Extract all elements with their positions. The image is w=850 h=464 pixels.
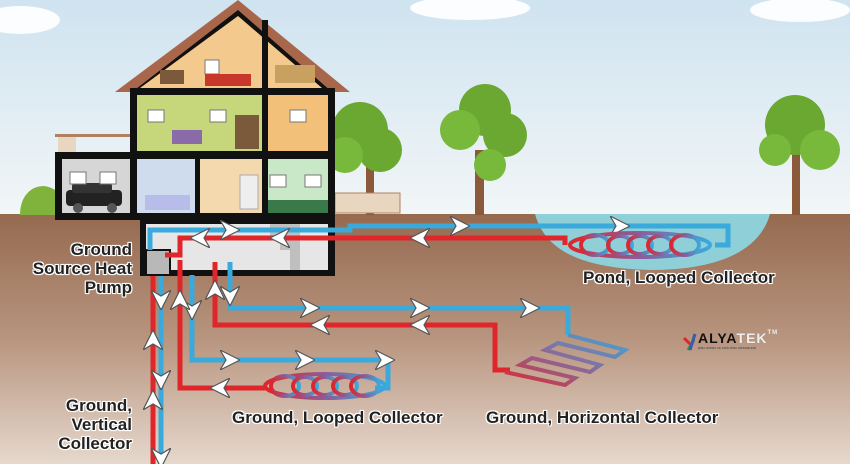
house [55, 0, 350, 276]
logo-tagline: BİNA ISITMA VE SOĞUTMA SİSTEMLERİ [698, 346, 756, 350]
bush [20, 186, 55, 215]
logo-text-2: TEK [736, 330, 768, 346]
heat-pump-label: Ground Source Heat Pump [20, 240, 132, 297]
logo-tm: TM [767, 330, 779, 336]
vertical-collector-label: Ground, Vertical Collector [20, 396, 132, 453]
label-line: Ground, [65, 396, 132, 415]
vertical-collector [153, 276, 161, 464]
pond-loop-coil [568, 231, 712, 259]
logo-text-1: ALYA [698, 330, 737, 346]
label-line: Ground [70, 240, 132, 259]
label-line: Vertical [71, 415, 133, 434]
alyatek-logo: ALYATEKTM BİNA ISITMA VE SOĞUTMA SİSTEML… [684, 330, 779, 350]
pond-collector-pipes [147, 226, 731, 258]
tree [759, 95, 840, 215]
label-line: Pump [84, 278, 132, 297]
horizontal-collector-grid [504, 333, 630, 388]
label-line: Collector [58, 434, 132, 453]
cloud [750, 0, 850, 22]
horizontal-collector-pipes [215, 262, 571, 373]
logo-mark [682, 333, 697, 351]
ground-looped-collector-label: Ground, Looped Collector [232, 408, 443, 427]
tree [327, 102, 402, 215]
ground-horizontal-collector-label: Ground, Horizontal Collector [486, 408, 719, 427]
cloud [0, 6, 60, 34]
ground-loop-coil [263, 372, 387, 400]
tree [440, 84, 527, 215]
cloud [410, 0, 530, 20]
pond-collector-label: Pond, Looped Collector [583, 268, 775, 287]
label-line: Source Heat [32, 259, 132, 278]
fence [334, 192, 401, 214]
